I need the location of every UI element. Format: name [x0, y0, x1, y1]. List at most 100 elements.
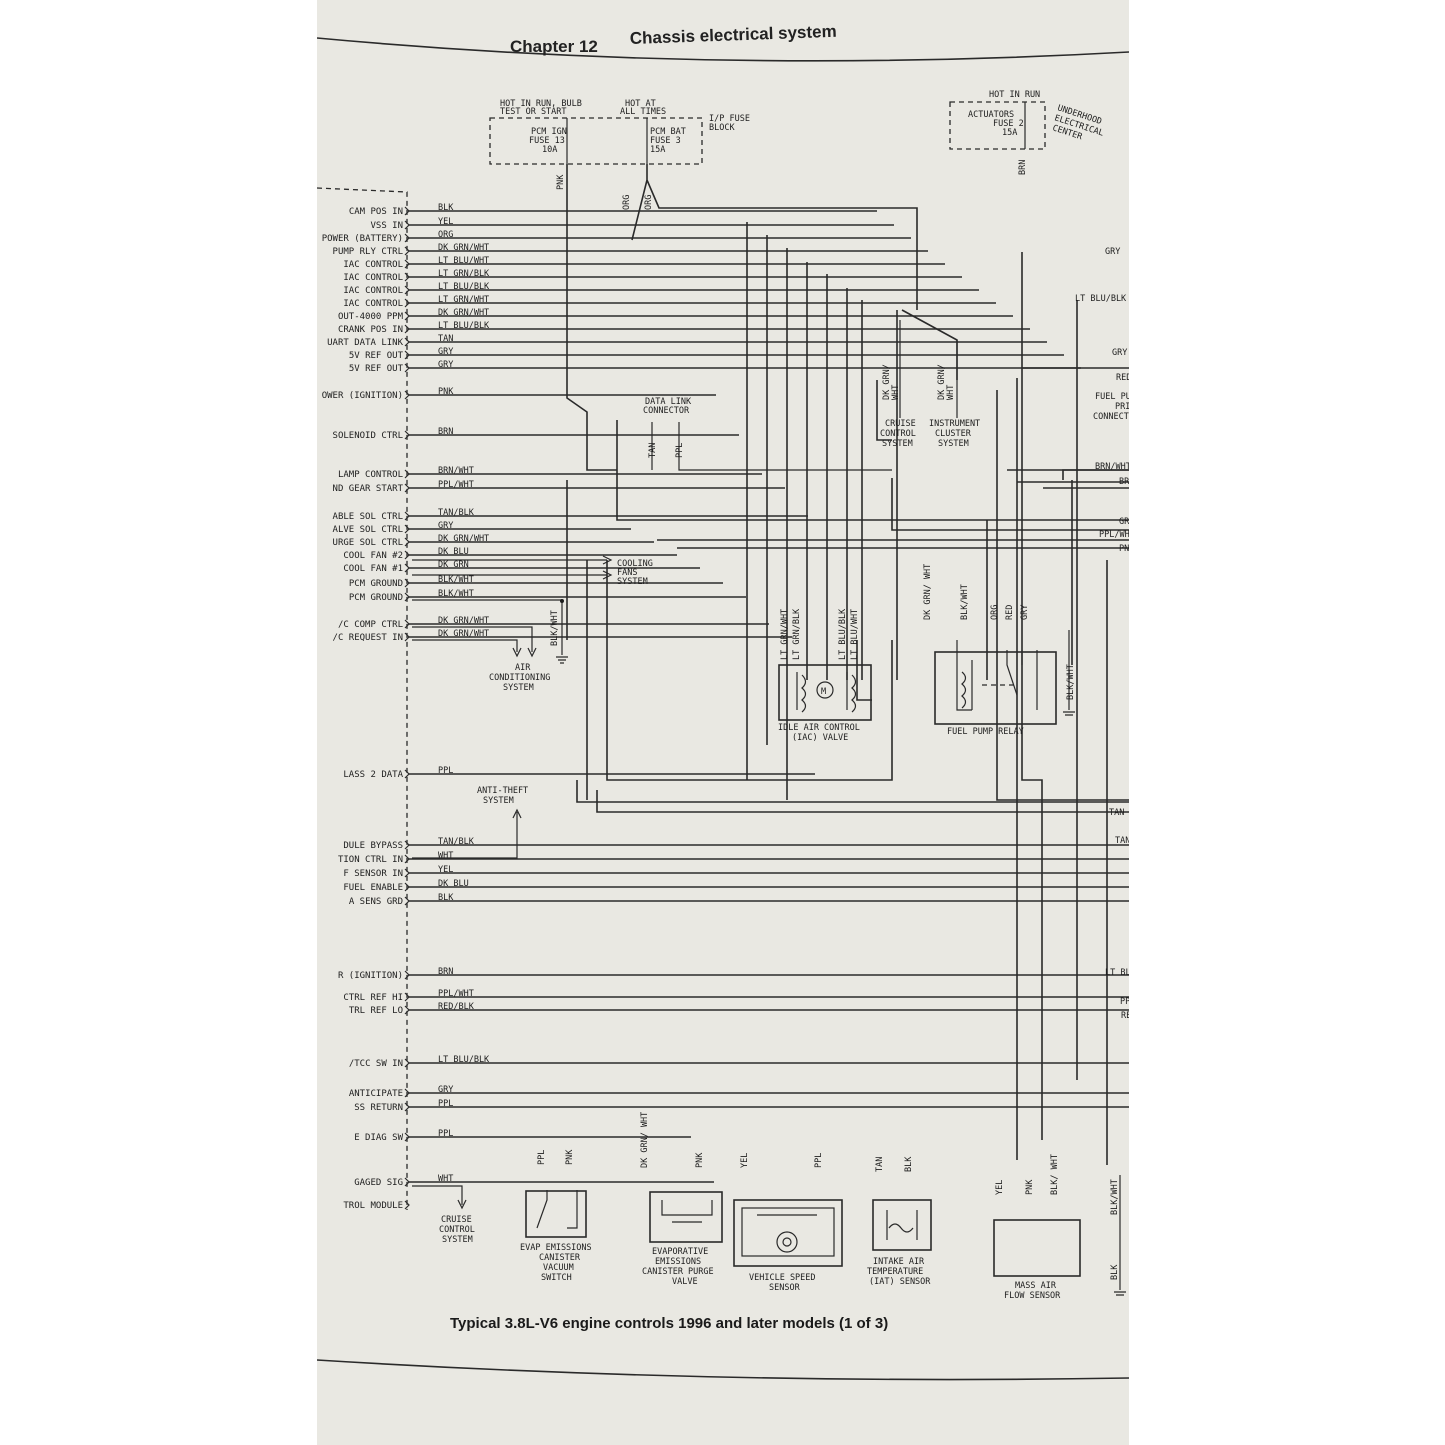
- pcm-pin-label: URGE SOL CTRL: [333, 538, 403, 548]
- pcm-pin-label: A SENS GRD: [349, 897, 403, 907]
- svg-text:EMISSIONS: EMISSIONS: [655, 1257, 701, 1267]
- svg-text:ALL TIMES: ALL TIMES: [620, 107, 666, 117]
- pcm-pin-label: TION CTRL IN: [338, 855, 403, 865]
- fuel-pump-relay: DK GRN/ WHT BLK/WHT ORG RED GRY BLK/WHT …: [923, 564, 1076, 737]
- pcm-pin-label: 5V REF OUT: [349, 351, 404, 361]
- pcm-ign-fuse: PCM IGN: [531, 127, 567, 137]
- svg-text:PPL: PPL: [537, 1150, 547, 1165]
- svg-text:BRN/WHT: BRN/WHT: [1095, 462, 1129, 472]
- svg-text:PN: PN: [1119, 544, 1129, 554]
- pcm-wire-color: BLK: [438, 893, 454, 903]
- pcm-wire-color: TAN: [438, 334, 453, 344]
- cruise-control-system-bottom: CRUISE CONTROL SYSTEM: [412, 1185, 475, 1245]
- svg-text:BLK/WHT: BLK/WHT: [1066, 664, 1076, 700]
- svg-text:MASS AIR: MASS AIR: [1015, 1281, 1057, 1291]
- svg-text:INTAKE AIR: INTAKE AIR: [873, 1257, 925, 1267]
- svg-text:M: M: [821, 687, 826, 697]
- svg-text:BLK/WHT: BLK/WHT: [550, 610, 560, 646]
- svg-text:CONTROL: CONTROL: [880, 429, 916, 439]
- svg-text:FUSE 2: FUSE 2: [993, 119, 1024, 129]
- pcm-wire-color: WHT: [438, 1174, 453, 1184]
- svg-text:BLK: BLK: [1110, 1264, 1120, 1280]
- pin-terminal: [404, 1058, 410, 1068]
- pcm-wire-color: LT BLU/BLK: [438, 282, 490, 292]
- cruise-control-system-top: DK GRN/ WHT CRUISE CONTROL SYSTEM: [880, 320, 916, 449]
- pcm-wire-color: BRN: [438, 967, 453, 977]
- svg-text:FUSE 3: FUSE 3: [650, 136, 681, 146]
- pin-terminal: [404, 1102, 410, 1112]
- pcm-wire-color: BLK: [438, 203, 454, 213]
- svg-text:ANTI-THEFT: ANTI-THEFT: [477, 786, 528, 796]
- pin-terminal: [404, 537, 410, 547]
- pcm-wire-color: GRY: [438, 347, 453, 357]
- intake-air-temperature-sensor: TAN BLK INTAKE AIR TEMPERATURE (IAT) SEN…: [867, 1156, 932, 1287]
- pcm-pin-label: ANTICIPATE: [349, 1089, 403, 1099]
- pcm-wire-color: LT GRN/WHT: [438, 295, 489, 305]
- header-rule: [317, 37, 1129, 62]
- svg-text:15A: 15A: [650, 145, 665, 155]
- svg-text:TAN: TAN: [648, 443, 658, 458]
- manual-page: Chapter 12 Chassis electrical system HOT…: [317, 0, 1129, 1445]
- pcm-wire-color: PPL/WHT: [438, 989, 474, 999]
- svg-text:CONNECTO: CONNECTO: [1093, 412, 1129, 422]
- svg-text:GRY: GRY: [1020, 605, 1030, 620]
- pcm-pin-label: CAM POS IN: [349, 207, 403, 217]
- svg-text:EVAPORATIVE: EVAPORATIVE: [652, 1247, 708, 1257]
- vehicle-speed-sensor: YEL PPL VEHICLE SPEED SENSOR: [733, 1153, 843, 1293]
- svg-text:LT BLU/BLK: LT BLU/BLK: [1075, 294, 1127, 304]
- svg-text:LT GRN/WHT: LT GRN/WHT: [780, 609, 790, 660]
- svg-text:IDLE AIR CONTROL: IDLE AIR CONTROL: [778, 723, 860, 733]
- svg-text:CANISTER: CANISTER: [539, 1253, 581, 1263]
- ip-fuse-block: HOT IN RUN, BULB TEST OR START HOT AT AL…: [489, 99, 750, 165]
- pin-terminal: [404, 390, 410, 400]
- pcm-pin-label: R (IGNITION): [338, 971, 403, 981]
- pcm-wire-color: DK GRN: [438, 560, 469, 570]
- hot-at-all-times-label: HOT AT: [625, 99, 656, 109]
- pin-terminal: [404, 285, 410, 295]
- pcm-wire-color: BRN: [438, 427, 453, 437]
- svg-text:TEST OR START: TEST OR START: [500, 107, 567, 117]
- svg-text:BLK/WHT: BLK/WHT: [1110, 1179, 1120, 1215]
- pcm-pin-label: COOL FAN #2: [343, 551, 403, 561]
- pcm-pin-label: POWER (BATTERY): [322, 234, 403, 244]
- evap-canister-vacuum-switch: PPL PNK EVAP EMISSIONS CANISTER VACUUM S…: [520, 1149, 592, 1283]
- svg-text:VACUUM: VACUUM: [543, 1263, 574, 1273]
- pcm-wire-color: DK GRN/WHT: [438, 308, 489, 318]
- pcm-pin-label: PCM GROUND: [349, 579, 403, 589]
- figure-caption: Typical 3.8L-V6 engine controls 1996 and…: [450, 1315, 888, 1332]
- pcm-pin-label: DULE BYPASS: [343, 841, 403, 851]
- pcm-wire-color: PPL: [438, 1129, 453, 1139]
- svg-text:FUSE 13: FUSE 13: [529, 136, 565, 146]
- pcm-pin-label: TRL REF LO: [349, 1006, 403, 1016]
- pcm-pin-label: /C REQUEST IN: [333, 633, 403, 643]
- svg-text:ACTUATORS: ACTUATORS: [968, 110, 1014, 120]
- pcm-pin-label: /TCC SW IN: [349, 1059, 403, 1069]
- cooling-fans-system: COOLING FANS SYSTEM: [412, 555, 653, 587]
- svg-text:VEHICLE SPEED: VEHICLE SPEED: [749, 1273, 816, 1283]
- pcm-pin-label: CTRL REF HI: [343, 993, 403, 1003]
- svg-text:DATA LINK: DATA LINK: [645, 397, 692, 407]
- svg-text:GRY: GRY: [1105, 247, 1120, 257]
- pcm-pin-label: LASS 2 DATA: [343, 770, 403, 780]
- svg-text:DK GRN/: DK GRN/: [882, 364, 892, 400]
- svg-text:15A: 15A: [1002, 128, 1017, 138]
- pcm-pin-label: SOLENOID CTRL: [333, 431, 403, 441]
- svg-text:BLK/WHT: BLK/WHT: [960, 584, 970, 620]
- svg-text:LT BLU/BLK: LT BLU/BLK: [838, 608, 848, 660]
- pcm-wire-color: DK GRN/WHT: [438, 243, 489, 253]
- svg-text:RED: RED: [1116, 373, 1129, 383]
- svg-text:BR: BR: [1119, 477, 1129, 487]
- svg-text:CANISTER PURGE: CANISTER PURGE: [642, 1267, 714, 1277]
- svg-text:(IAC) VALVE: (IAC) VALVE: [792, 733, 848, 743]
- underhood-electrical-center: HOT IN RUN ACTUATORS FUSE 2 15A UNDERHOO…: [949, 90, 1105, 175]
- evaporative-emissions-canister-purge-valve: DK GRN/ WHT PNK EVAPORATIVE EMISSIONS CA…: [640, 1112, 723, 1287]
- svg-text:BLOCK: BLOCK: [709, 123, 735, 133]
- pcm-ground: BLK/WHT: [412, 599, 568, 664]
- pcm-wire-color: DK GRN/WHT: [438, 534, 489, 544]
- pcm-pin-label: E DIAG SW: [354, 1133, 403, 1143]
- svg-text:VALVE: VALVE: [672, 1277, 698, 1287]
- pcm-pin-label: SS RETURN: [354, 1103, 403, 1113]
- chapter-title: Chassis electrical system: [629, 22, 837, 48]
- pcm-wire-color: PNK: [438, 387, 454, 397]
- pin-terminal: [404, 246, 410, 256]
